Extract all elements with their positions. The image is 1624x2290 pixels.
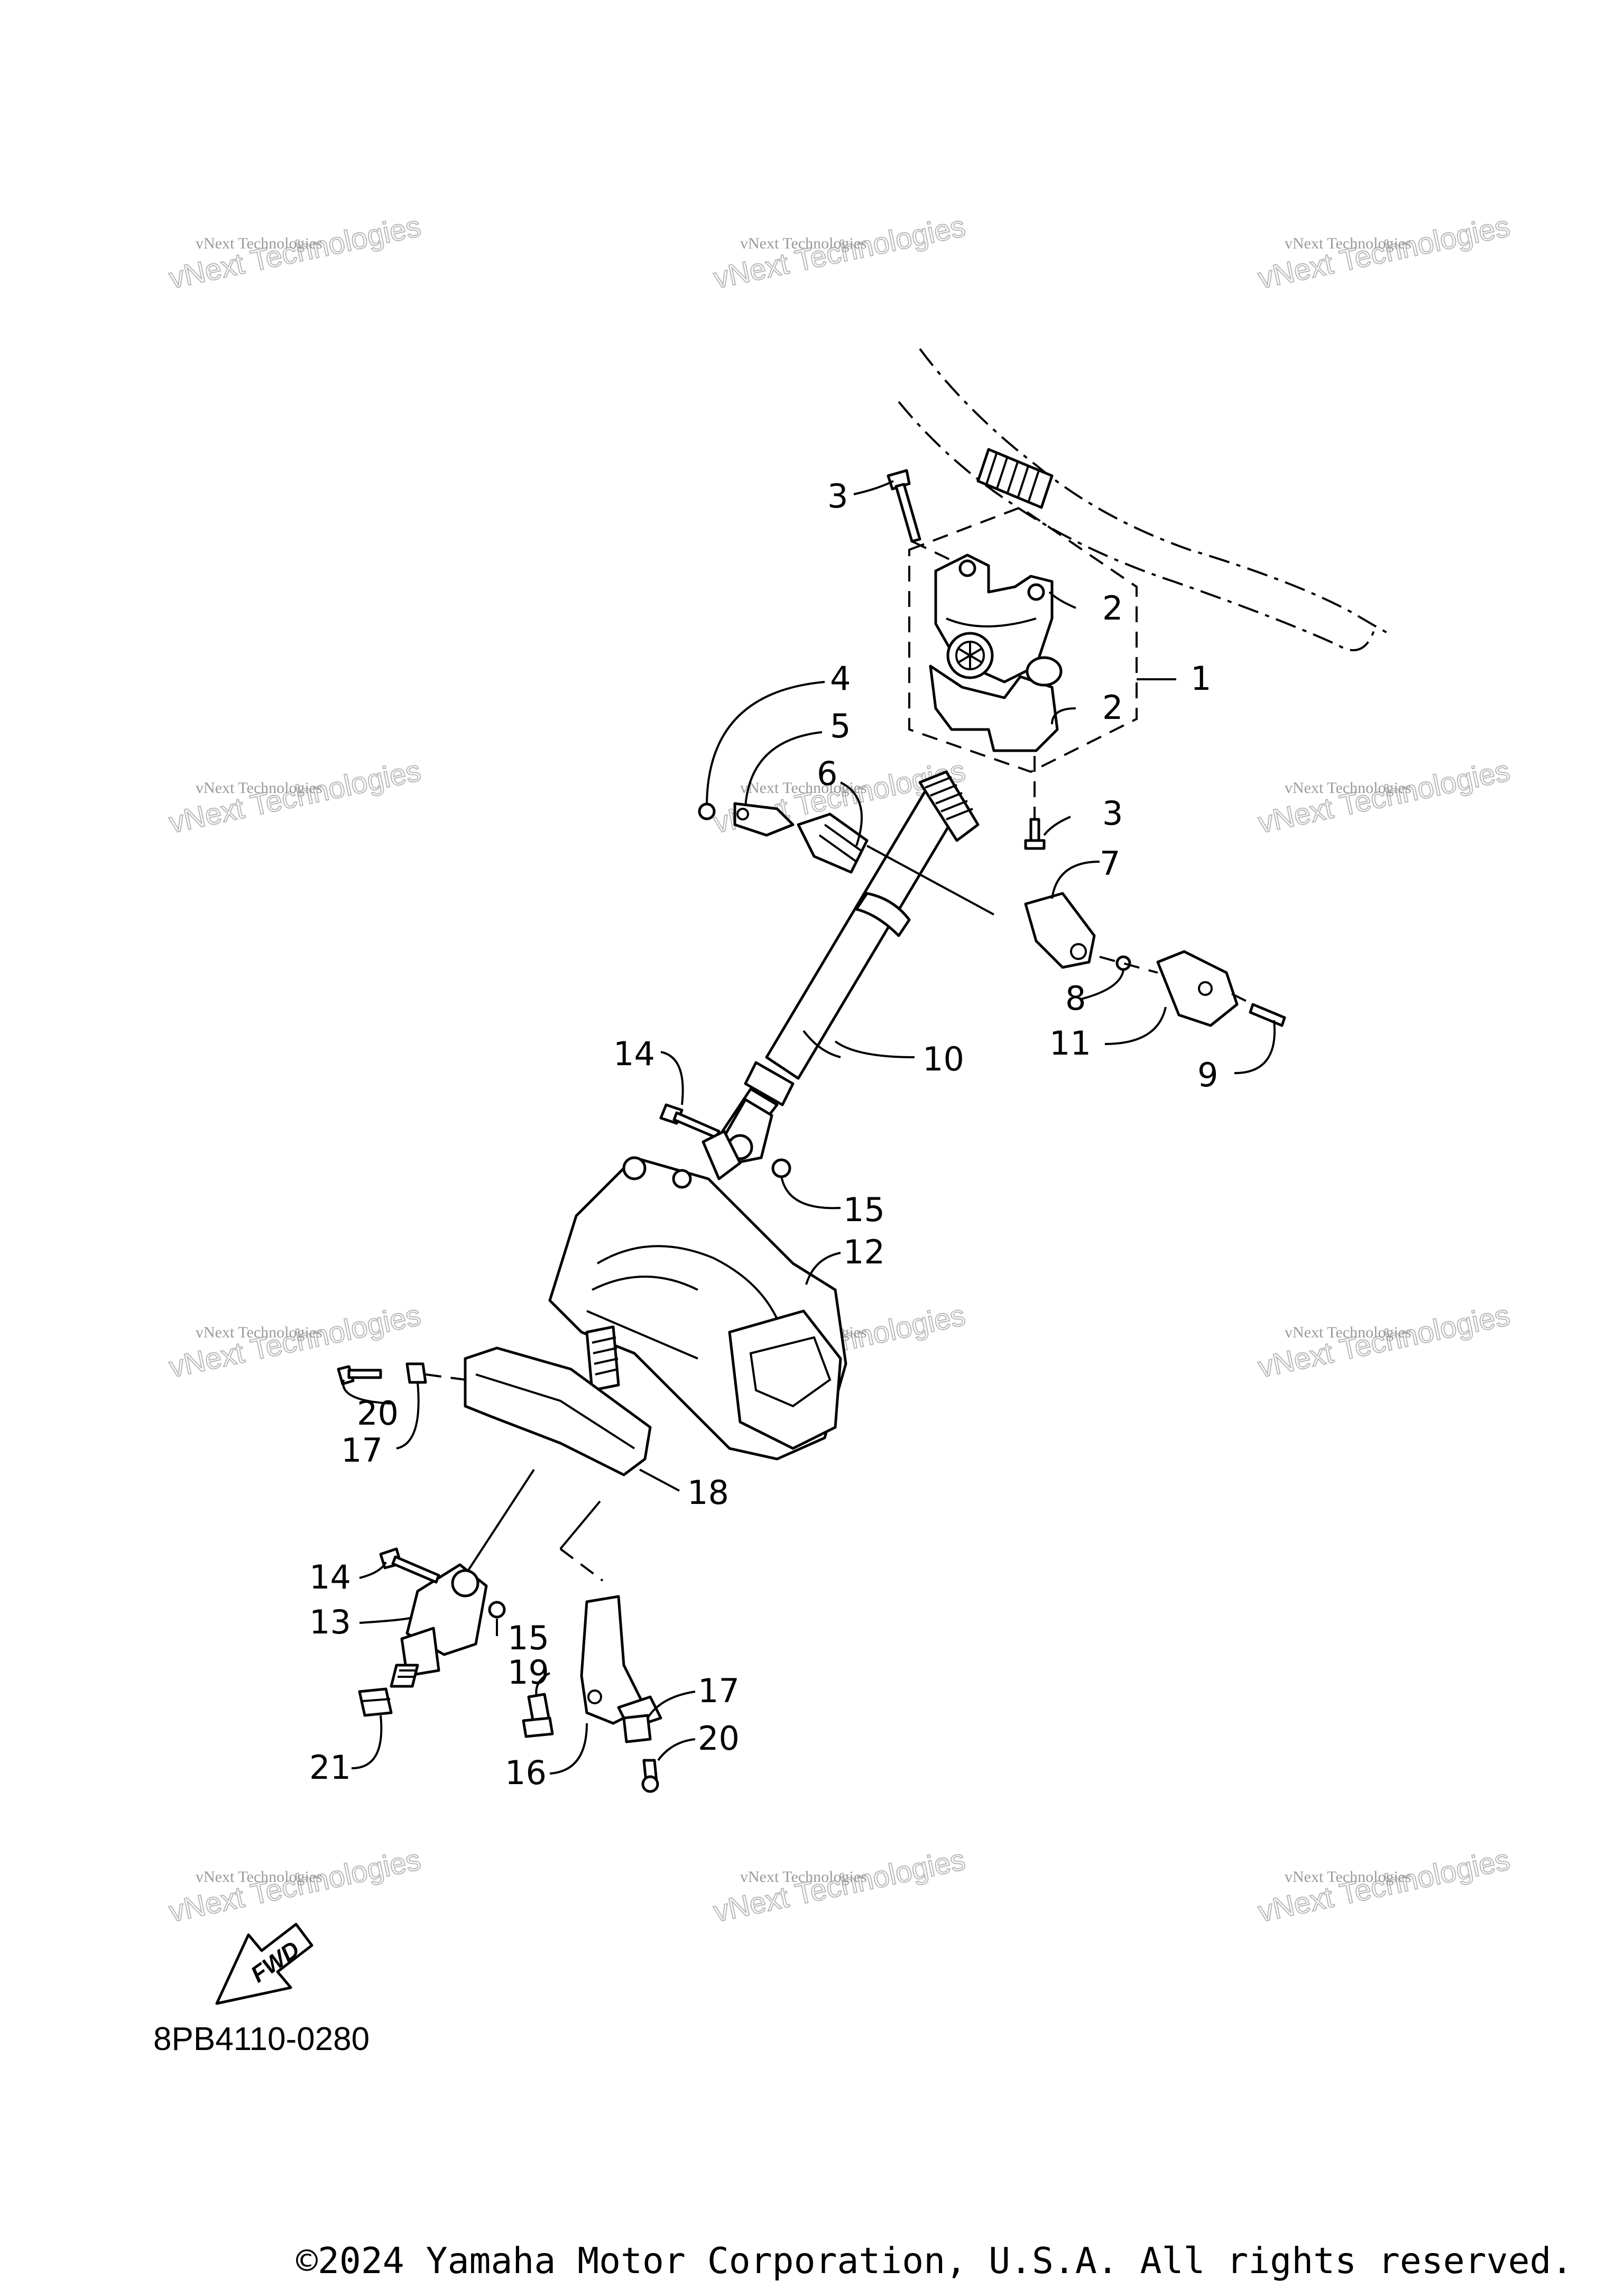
callout-2-upper: 2 xyxy=(1102,589,1123,627)
callout-5: 5 xyxy=(830,707,851,745)
stay-16 xyxy=(580,1595,662,1730)
svg-text:vNext Technologies: vNext Technologies xyxy=(196,1324,322,1341)
eps-unit xyxy=(548,1130,847,1461)
callout-11: 11 xyxy=(1049,1024,1091,1063)
callout-12: 12 xyxy=(843,1233,885,1271)
callout-8: 8 xyxy=(1065,979,1086,1018)
nut-4 xyxy=(698,802,716,820)
bolt-lower-3 xyxy=(1024,818,1046,850)
callout-19: 19 xyxy=(508,1653,549,1692)
callout-1: 1 xyxy=(1191,659,1211,698)
fwd-arrow: FWD xyxy=(215,1923,313,2005)
callout-14-upper: 14 xyxy=(613,1035,655,1073)
copyright-notice: ©2024 Yamaha Motor Corporation, U.S.A. A… xyxy=(296,2240,1573,2282)
lower-universal-joint-13 xyxy=(390,1563,488,1688)
lower-handlebar-holder xyxy=(929,656,1063,752)
watermark-grid: vNext Technologies vNext Technologies vN… xyxy=(165,208,1513,1928)
watermark: vNext Technologies vNext Technologies xyxy=(1254,1297,1513,1384)
nut-15-lower xyxy=(488,1601,506,1619)
callout-6: 6 xyxy=(817,754,837,793)
svg-text:vNext Technologies: vNext Technologies xyxy=(1285,1324,1411,1341)
callout-2-lower: 2 xyxy=(1102,688,1123,727)
lever-5 xyxy=(733,802,795,837)
eps-motor-housing xyxy=(728,1309,842,1450)
svg-text:vNext Technologies: vNext Technologies xyxy=(1285,779,1411,797)
svg-text:vNext Technologies: vNext Technologies xyxy=(196,779,322,797)
callout-16: 16 xyxy=(505,1753,547,1792)
lever-cover-11 xyxy=(1156,950,1239,1027)
nut-17-left xyxy=(405,1362,427,1384)
callout-20-left: 20 xyxy=(357,1394,399,1433)
handlebar-holder-group xyxy=(887,469,1138,850)
callout-10: 10 xyxy=(922,1040,964,1078)
tilt-lever-7 xyxy=(1024,892,1096,969)
watermark: vNext Technologies vNext Technologies xyxy=(165,1842,424,1928)
callout-labels: 3 2 1 2 3 4 5 6 7 8 11 9 10 14 15 12 18 … xyxy=(309,477,1218,1792)
watermark: vNext Technologies vNext Technologies xyxy=(710,208,968,295)
svg-text:vNext Technologies: vNext Technologies xyxy=(1285,1868,1411,1886)
yamaha-emblem xyxy=(946,632,994,679)
callout-17-left: 17 xyxy=(341,1431,383,1470)
svg-text:vNext Technologies: vNext Technologies xyxy=(740,779,867,797)
svg-text:vNext Technologies: vNext Technologies xyxy=(740,1868,867,1886)
watermark: vNext Technologies vNext Technologies xyxy=(165,208,424,295)
svg-text:vNext Technologies: vNext Technologies xyxy=(196,1868,322,1886)
callout-14-lower: 14 xyxy=(309,1558,351,1596)
eps-bracket-18 xyxy=(464,1346,652,1476)
callout-13: 13 xyxy=(309,1603,351,1641)
watermark: vNext Technologies vNext Technologies xyxy=(1254,1842,1513,1928)
callout-17-right: 17 xyxy=(698,1672,740,1710)
eps-input-spline xyxy=(702,1130,742,1180)
callout-15-lower: 15 xyxy=(508,1619,549,1657)
column-spline-top xyxy=(918,770,980,842)
screw-9 xyxy=(1249,1003,1286,1027)
upper-universal-joint xyxy=(659,1098,791,1178)
diagram-code: 8PB4110-0280 xyxy=(153,2021,370,2057)
callout-18: 18 xyxy=(687,1473,729,1512)
svg-text:vNext Technologies: vNext Technologies xyxy=(1285,235,1411,252)
callout-21: 21 xyxy=(309,1748,351,1787)
watermark: vNext Technologies vNext Technologies xyxy=(165,753,424,839)
watermark: vNext Technologies vNext Technologies xyxy=(1254,208,1513,295)
watermark: vNext Technologies vNext Technologies xyxy=(1254,753,1513,839)
callout-9: 9 xyxy=(1197,1056,1218,1094)
tilt-lever-parts xyxy=(698,802,1286,1027)
watermark: vNext Technologies vNext Technologies xyxy=(710,1842,968,1928)
handlebar-outline xyxy=(898,348,1391,651)
callout-15-upper: 15 xyxy=(843,1190,885,1229)
watermark: vNext Technologies vNext Technologies xyxy=(165,1297,424,1384)
callout-3-lower: 3 xyxy=(1102,794,1123,833)
svg-text:vNext Technologies: vNext Technologies xyxy=(740,235,867,252)
nut-17-right xyxy=(622,1714,652,1743)
nut-8 xyxy=(1115,955,1131,971)
callout-7: 7 xyxy=(1100,844,1120,883)
svg-text:vNext Technologies: vNext Technologies xyxy=(196,235,322,252)
callout-20-right: 20 xyxy=(698,1719,740,1758)
assembly-boundary xyxy=(908,506,1138,773)
callout-4: 4 xyxy=(830,659,851,698)
handlebar-knurl xyxy=(976,448,1054,509)
bolt-upper-3 xyxy=(887,469,921,543)
nut-21 xyxy=(358,1687,393,1717)
leader-lines xyxy=(342,480,1276,1775)
nut-15-upper xyxy=(771,1158,791,1178)
callout-3-upper: 3 xyxy=(827,477,848,515)
